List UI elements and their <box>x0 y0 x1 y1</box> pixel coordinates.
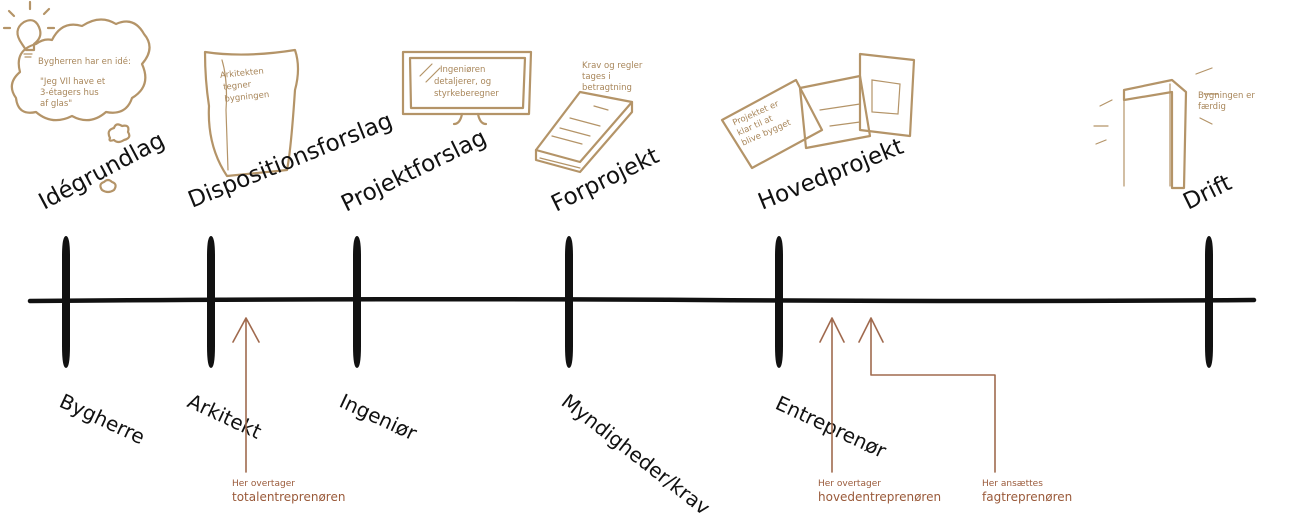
phase-label-forprojekt: Forprojekt <box>547 143 663 217</box>
engineer-note-line-1: Ingeniøren <box>440 65 485 75</box>
tick-drift <box>1205 236 1213 368</box>
timeline-axis <box>27 296 1257 304</box>
actor-label-ingenior: Ingeniør <box>336 389 421 446</box>
idea-quote-line-1: "Jeg VIl have et <box>40 77 106 87</box>
actor-label-bygherre: Bygherre <box>56 389 149 449</box>
done-note-line-1: Bygningen er <box>1198 91 1255 101</box>
phase-label-idegrundlag: Idégrundlag <box>35 127 169 215</box>
document-stack-icon <box>534 90 634 174</box>
arrow-fagentreprenor <box>858 317 996 473</box>
annotation-1-large: totalentreprenøren <box>232 490 345 504</box>
annotation-2-large: hovedentreprenøren <box>818 490 941 504</box>
idea-quote-line-3: af glas" <box>40 99 72 109</box>
architect-note-line-3: bygningen <box>224 90 270 105</box>
tick-hovedprojekt <box>775 236 783 368</box>
actor-label-arkitekt: Arkitekt <box>184 389 266 444</box>
rules-note-line-1: Krav og regler <box>582 61 643 71</box>
idea-intro-note: Bygherren har en idé: <box>38 56 131 67</box>
architect-note-line-1: Arkitekten <box>219 66 264 81</box>
tick-projektforslag <box>353 236 361 368</box>
idea-quote-line-2: 3-étagers hus <box>40 87 99 98</box>
blueprint-sheets-icon <box>720 52 916 170</box>
tick-idegrundlag <box>62 236 70 368</box>
annotation-2-small: Her overtager <box>818 479 881 489</box>
phase-label-hovedprojekt: Hovedprojekt <box>755 134 908 216</box>
thought-cloud-icon <box>10 18 151 194</box>
tick-forprojekt <box>565 236 573 368</box>
rules-note-line-3: betragtning <box>582 83 632 93</box>
arrow-hovedentreprenor <box>819 317 845 473</box>
phase-label-drift: Drift <box>1179 170 1236 215</box>
arrow-totalentreprenor <box>232 317 260 473</box>
actor-label-myndigheder-krav: Myndigheder/krav <box>557 389 715 520</box>
tick-dispositionsforslag <box>207 236 215 368</box>
paper-scroll-icon <box>203 48 300 178</box>
lightbulb-icon <box>2 0 56 58</box>
rules-note-line-2: tages i <box>582 72 611 82</box>
annotation-3-large: fagtreprenøren <box>982 490 1072 504</box>
done-note-line-2: færdig <box>1198 102 1226 112</box>
annotation-3-small: Her ansættes <box>982 479 1043 489</box>
engineer-note-line-2: detaljerer, og <box>434 77 491 87</box>
engineer-note-line-3: styrkeberegner <box>434 89 499 99</box>
architect-note-line-2: tegner <box>223 80 252 93</box>
timeline-ticks <box>62 236 1213 368</box>
monitor-icon <box>401 50 533 126</box>
building-icon <box>1093 67 1219 190</box>
annotation-1-small: Her overtager <box>232 479 295 489</box>
